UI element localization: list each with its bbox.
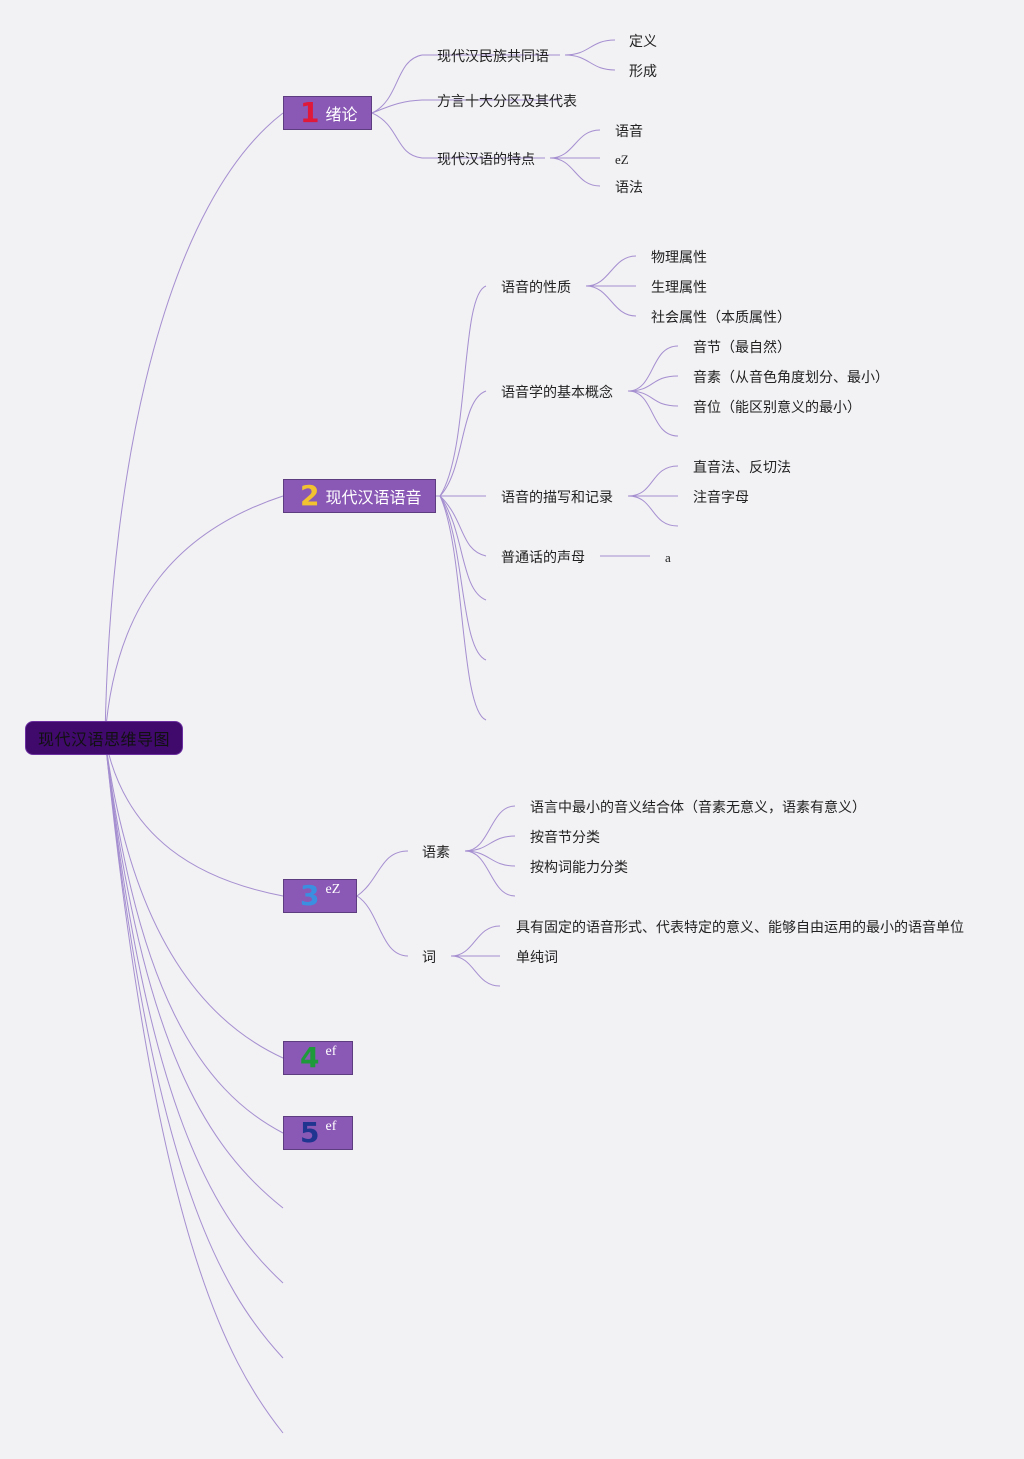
number-badge-2: 2 bbox=[300, 479, 320, 512]
leaf-label[interactable]: 音素（从音色角度划分、最小） bbox=[693, 369, 889, 385]
leaf-label[interactable]: 语言中最小的音义结合体（音素无意义，语素有意义） bbox=[530, 799, 866, 815]
leaf-label[interactable]: 社会属性（本质属性） bbox=[651, 309, 791, 325]
subtopic-label[interactable]: 语音的描写和记录 bbox=[501, 489, 613, 505]
subtopic-label[interactable]: 普通话的声母 bbox=[501, 549, 585, 565]
subtopic-label[interactable]: 方言十大分区及其代表 bbox=[437, 93, 577, 109]
subtopic-label[interactable]: 语素 bbox=[422, 844, 450, 860]
leaf-label[interactable]: 按构词能力分类 bbox=[530, 859, 628, 875]
topic-label: eZ bbox=[325, 882, 341, 897]
topic-node-5[interactable]: 5 ef bbox=[283, 1116, 353, 1150]
topic-label: ef bbox=[325, 1044, 337, 1059]
topic-label: 绪论 bbox=[325, 107, 358, 124]
topic-node-2[interactable]: 2 现代汉语语音 bbox=[283, 479, 436, 513]
subtopic-label[interactable]: 语音学的基本概念 bbox=[501, 384, 613, 400]
topic-node-3[interactable]: 3 eZ bbox=[283, 879, 357, 913]
leaf-label[interactable]: eZ bbox=[615, 152, 629, 167]
leaf-label[interactable]: 定义 bbox=[629, 33, 657, 49]
subtopic-label[interactable]: 语音的性质 bbox=[501, 279, 571, 295]
root-label: 现代汉语思维导图 bbox=[37, 732, 170, 749]
topic-node-4[interactable]: 4 ef bbox=[283, 1041, 353, 1075]
topic-label: 现代汉语语音 bbox=[325, 490, 422, 507]
leaf-label[interactable]: 形成 bbox=[629, 63, 657, 79]
leaf-label[interactable]: 音节（最自然） bbox=[693, 339, 791, 355]
topic-label: ef bbox=[325, 1119, 337, 1134]
number-badge-5: 5 bbox=[300, 1116, 320, 1149]
leaf-label[interactable]: 语音 bbox=[615, 123, 643, 139]
leaf-label[interactable]: 按音节分类 bbox=[530, 829, 600, 845]
leaf-label[interactable]: 直音法、反切法 bbox=[693, 459, 791, 475]
leaf-label[interactable]: 具有固定的语音形式、代表特定的意义、能够自由运用的最小的语音单位 bbox=[516, 919, 964, 935]
subtopic-label[interactable]: 现代汉语的特点 bbox=[437, 151, 535, 167]
number-badge-1: 1 bbox=[300, 96, 320, 129]
leaf-label[interactable]: 单纯词 bbox=[516, 949, 558, 965]
leaf-label[interactable]: 注音字母 bbox=[693, 489, 749, 505]
leaf-label[interactable]: a bbox=[665, 550, 671, 565]
number-badge-4: 4 bbox=[300, 1041, 320, 1074]
number-badge-3: 3 bbox=[300, 879, 320, 912]
topic-node-1[interactable]: 1 绪论 bbox=[283, 96, 372, 130]
leaf-label[interactable]: 物理属性 bbox=[651, 249, 707, 265]
leaf-label[interactable]: 生理属性 bbox=[651, 279, 707, 295]
leaf-label[interactable]: 音位（能区别意义的最小） bbox=[693, 399, 861, 415]
subtopic-label[interactable]: 现代汉民族共同语 bbox=[437, 48, 549, 64]
root-node[interactable]: 现代汉语思维导图 bbox=[25, 721, 183, 755]
leaf-label[interactable]: 语法 bbox=[615, 179, 643, 195]
subtopic-label[interactable]: 词 bbox=[422, 949, 436, 965]
